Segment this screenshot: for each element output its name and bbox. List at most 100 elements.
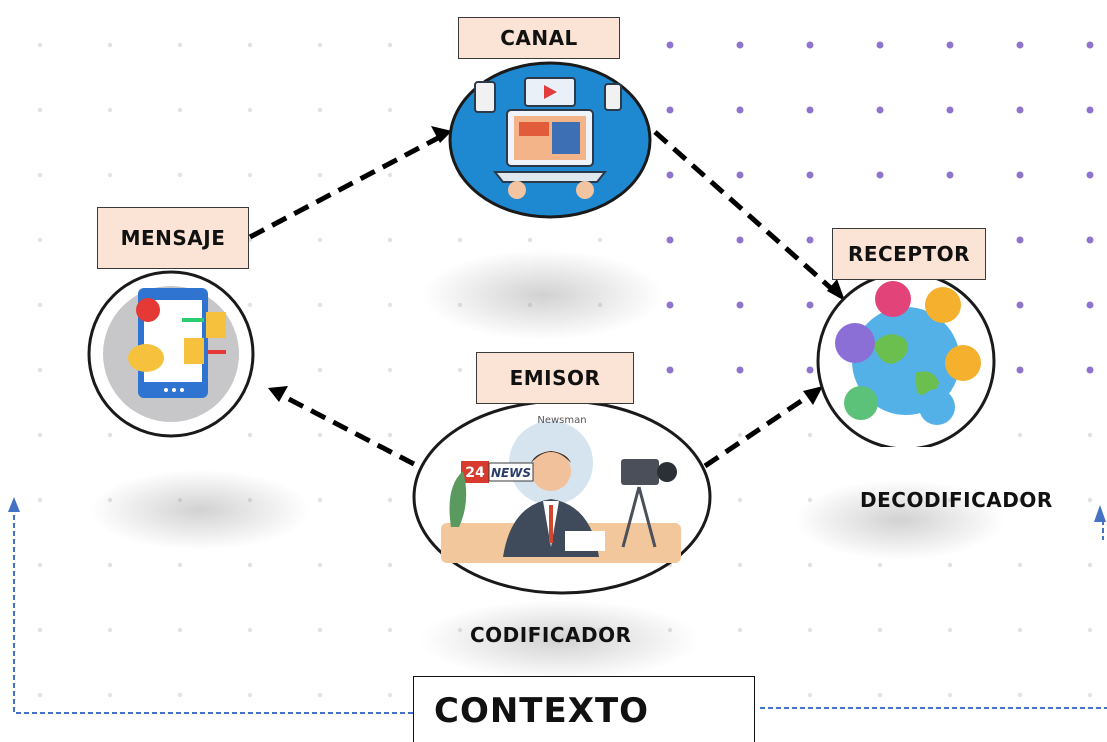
news-number-text: 24 xyxy=(465,465,485,481)
background-dot xyxy=(806,171,814,179)
background-dot xyxy=(806,106,814,114)
background-dot xyxy=(947,562,953,568)
background-dot xyxy=(317,432,323,438)
background-dot xyxy=(387,692,393,698)
background-dot xyxy=(387,562,393,568)
background-dot xyxy=(947,692,953,698)
background-dot xyxy=(37,497,43,503)
background-dot xyxy=(387,172,393,178)
background-dot xyxy=(807,627,813,633)
background-dot xyxy=(1087,497,1093,503)
smartphone-messages-icon xyxy=(128,288,226,398)
background-dot xyxy=(1087,562,1093,568)
canal-label-text: CANAL xyxy=(500,26,578,50)
arrowhead-receptor-top xyxy=(827,279,845,301)
background-dot xyxy=(107,172,113,178)
background-dot xyxy=(247,42,253,48)
arrow-mensaje-to-canal xyxy=(248,135,440,240)
background-dot xyxy=(1016,366,1024,374)
emisor-label-text: EMISOR xyxy=(509,366,601,390)
background-dot xyxy=(177,562,183,568)
background-dot xyxy=(807,692,813,698)
background-dot xyxy=(247,692,253,698)
background-dot xyxy=(527,237,533,243)
background-dot xyxy=(387,432,393,438)
background-dot xyxy=(317,302,323,308)
mensaje-label: MENSAJE xyxy=(97,207,249,269)
context-lines xyxy=(13,510,1107,714)
background-dot xyxy=(597,237,603,243)
background-dot xyxy=(1017,692,1023,698)
background-dot xyxy=(37,432,43,438)
background-dot xyxy=(806,301,814,309)
background-dot xyxy=(177,692,183,698)
background-dot xyxy=(1017,627,1023,633)
background-dot xyxy=(37,627,43,633)
background-dot xyxy=(317,367,323,373)
background-dot xyxy=(1086,41,1094,49)
arrow-emisor-to-mensaje xyxy=(281,393,416,467)
background-dot xyxy=(1016,236,1024,244)
background-dot xyxy=(876,106,884,114)
background-dot xyxy=(37,237,43,243)
background-dot xyxy=(666,236,674,244)
background-dot xyxy=(37,107,43,113)
background-dot xyxy=(1016,171,1024,179)
background-dot xyxy=(37,692,43,698)
context-arrowhead-left xyxy=(8,497,20,512)
background-dot xyxy=(1017,432,1023,438)
background-dot xyxy=(737,497,743,503)
background-dot xyxy=(107,107,113,113)
mensaje-shadow xyxy=(90,470,310,550)
background-dot xyxy=(806,236,814,244)
background-dot xyxy=(736,41,744,49)
background-dot xyxy=(736,366,744,374)
flow-arrows xyxy=(248,130,835,469)
background-dot xyxy=(387,107,393,113)
background-dot xyxy=(37,172,43,178)
emisor-illustration: 24 NEWS Newsman xyxy=(412,399,712,595)
background-dot xyxy=(1017,562,1023,568)
arrowhead-canal xyxy=(431,126,452,143)
canal-illustration xyxy=(448,61,652,219)
receptor-shadow xyxy=(795,480,1005,560)
background-dot xyxy=(317,562,323,568)
background-dot xyxy=(1016,106,1024,114)
background-dot xyxy=(387,237,393,243)
receptor-label: RECEPTOR xyxy=(832,228,986,280)
background-dot xyxy=(37,42,43,48)
background-dot xyxy=(1086,236,1094,244)
mensaje-illustration xyxy=(87,270,255,438)
background-dot xyxy=(387,627,393,633)
background-dot xyxy=(807,432,813,438)
background-dot xyxy=(37,302,43,308)
background-dot xyxy=(107,692,113,698)
context-label-text: CONTEXTO xyxy=(434,691,650,731)
canal-shadow xyxy=(423,250,663,340)
background-dot xyxy=(177,627,183,633)
background-dot xyxy=(387,367,393,373)
background-dot xyxy=(247,432,253,438)
receptor-label-text: RECEPTOR xyxy=(847,242,971,266)
background-dot xyxy=(946,171,954,179)
background-dot xyxy=(666,171,674,179)
background-dot xyxy=(666,41,674,49)
background-dot xyxy=(806,366,814,374)
background-dot xyxy=(1016,301,1024,309)
background-dot xyxy=(387,497,393,503)
background-dot xyxy=(736,171,744,179)
background-dot xyxy=(317,237,323,243)
background-dot xyxy=(876,41,884,49)
background-dot xyxy=(107,562,113,568)
background-dot xyxy=(1086,106,1094,114)
mensaje-label-text: MENSAJE xyxy=(120,226,226,250)
background-dot xyxy=(247,627,253,633)
background-dot xyxy=(877,562,883,568)
arrowhead-receptor-bottom xyxy=(803,386,823,405)
background-dot xyxy=(247,172,253,178)
background-dot xyxy=(37,562,43,568)
emisor-label: EMISOR xyxy=(476,352,634,404)
background-dot xyxy=(177,107,183,113)
background-dot xyxy=(457,367,463,373)
background-dot xyxy=(317,692,323,698)
